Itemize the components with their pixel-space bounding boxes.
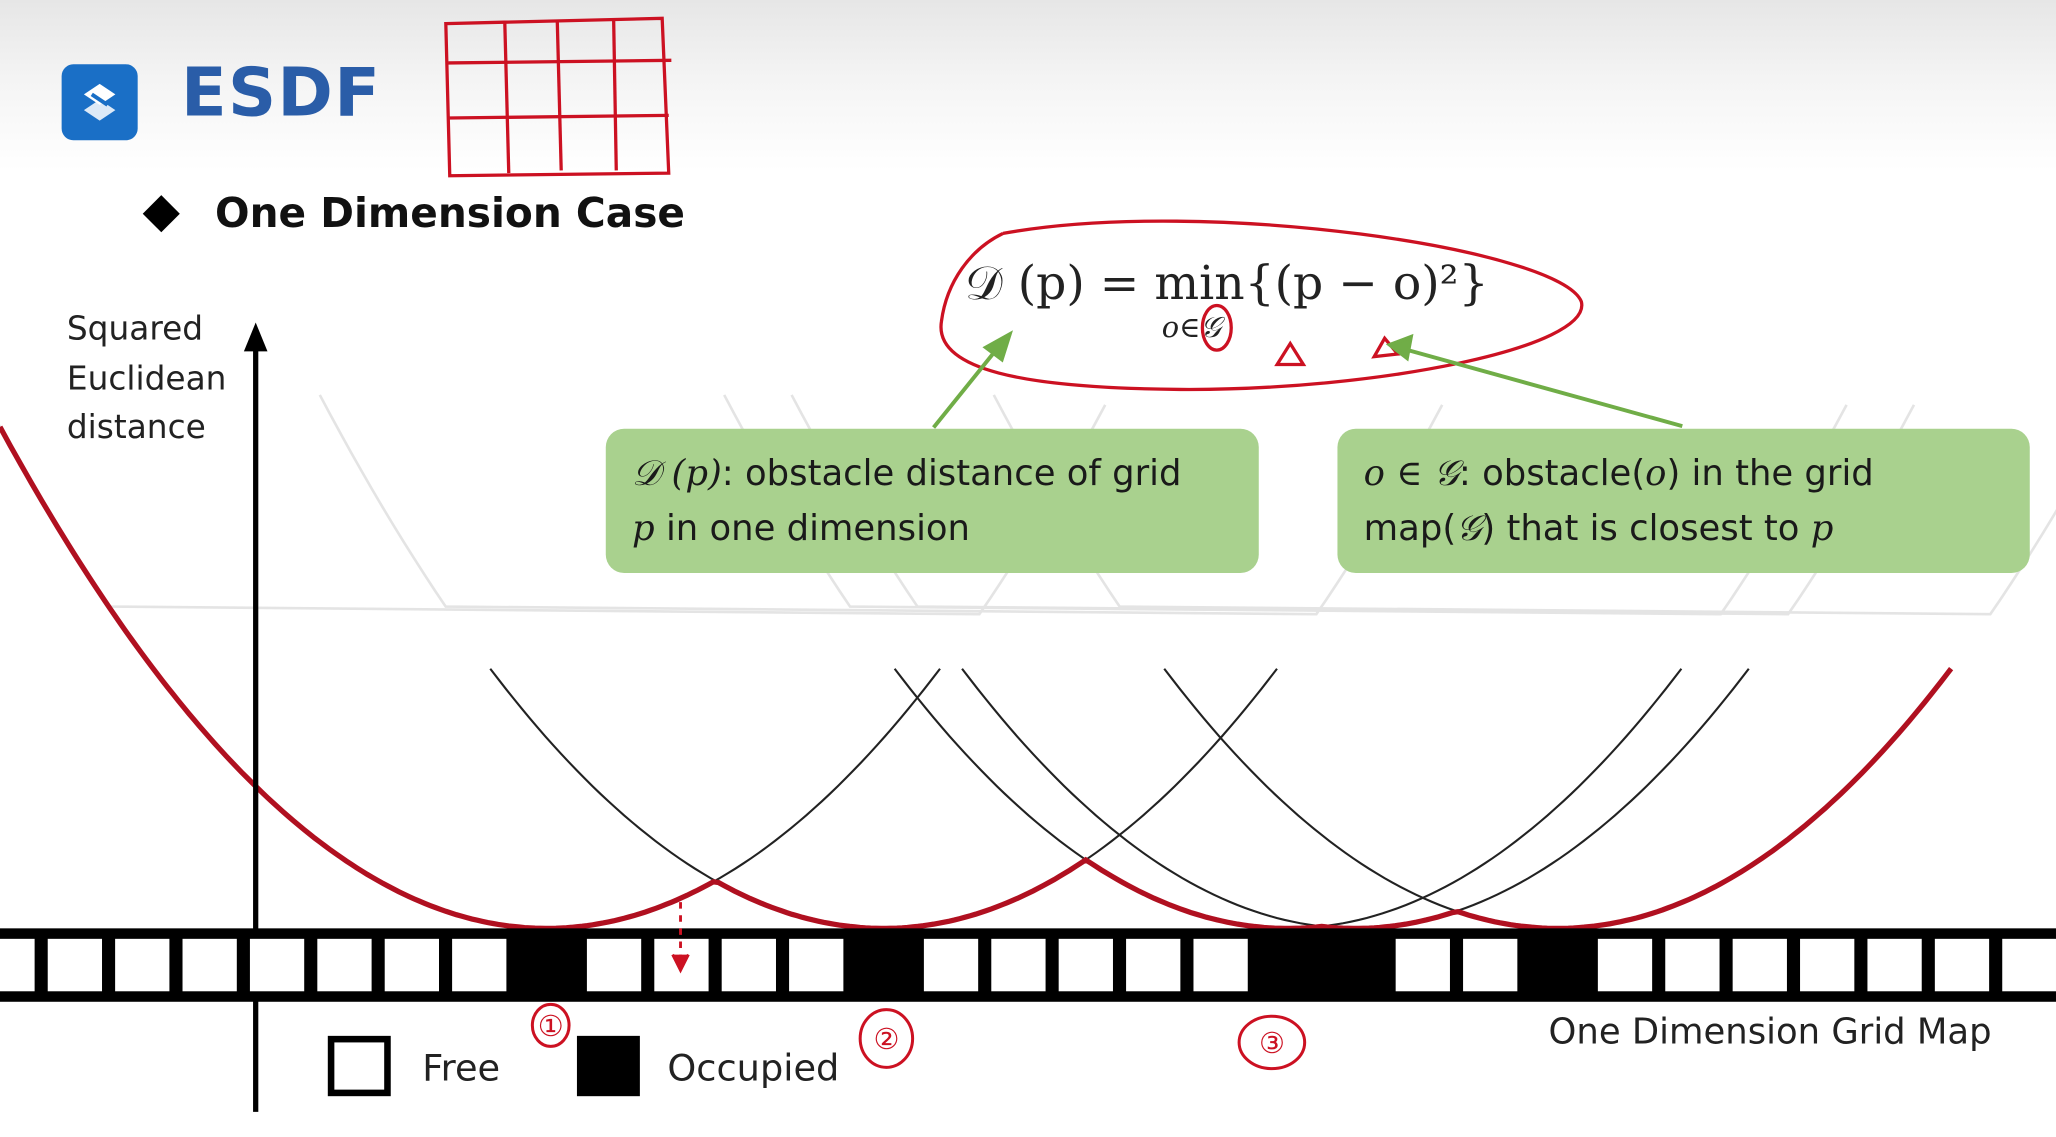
formula-subscript: o∈𝒢 bbox=[1161, 312, 1222, 345]
note-symbol-g: 𝒢 bbox=[1456, 508, 1482, 550]
obstacle-label-3: ③ bbox=[1259, 1026, 1285, 1060]
grid-cell-free bbox=[923, 938, 979, 992]
grid-cell-free bbox=[586, 938, 642, 992]
note-text: : obstacle distance of grid bbox=[721, 453, 1182, 495]
legend-occupied-label: Occupied bbox=[667, 1046, 840, 1090]
grid-cell-free bbox=[1597, 938, 1653, 992]
grid-cell-free bbox=[182, 938, 237, 992]
note-symbol-d: 𝒟 (p) bbox=[632, 453, 722, 495]
grid-cell-free bbox=[0, 938, 35, 992]
grid-cell-free bbox=[249, 938, 305, 992]
grid-cell-free bbox=[317, 938, 372, 992]
single-obstacle-parabola bbox=[961, 668, 1750, 930]
grid-cell-free bbox=[1665, 938, 1720, 992]
grid-cell-free bbox=[1126, 938, 1181, 992]
y-axis-label: Squared Euclidean distance bbox=[66, 309, 227, 446]
grid-cell-free bbox=[452, 938, 507, 992]
grid-cell-free bbox=[1395, 938, 1450, 992]
circled-labels bbox=[530, 1002, 1307, 1071]
x-axis-label: One Dimension Grid Map bbox=[1548, 1012, 1992, 1053]
note-text: ) that is closest to bbox=[1481, 508, 1811, 550]
formula-ellipse bbox=[939, 219, 1584, 392]
grid-cell-free bbox=[991, 938, 1046, 992]
legend-occupied-swatch bbox=[576, 1035, 640, 1097]
bullet-text: One Dimension Case bbox=[215, 190, 685, 238]
slide-title: ESDF bbox=[180, 55, 382, 133]
esdf-formula: 𝒟 (p) = min{(p − o)²} bbox=[965, 256, 1489, 311]
note-text: map( bbox=[1363, 508, 1457, 550]
one-dimension-grid-map bbox=[0, 928, 2056, 1002]
note-text: ) in the grid bbox=[1666, 453, 1874, 495]
grid-cell-free bbox=[115, 938, 170, 992]
logo-s-icon bbox=[83, 83, 116, 121]
dashed-pointer bbox=[671, 902, 690, 974]
grid-cell-free bbox=[1463, 938, 1518, 992]
grid-cell-free bbox=[2002, 938, 2056, 992]
note-text: : obstacle( bbox=[1458, 453, 1646, 495]
grid-cell-free bbox=[384, 938, 439, 992]
grid-cell-free bbox=[1732, 938, 1787, 992]
single-obstacle-parabola bbox=[893, 668, 1683, 930]
grid-cell-free bbox=[1867, 938, 1922, 992]
legend-free-label: Free bbox=[422, 1046, 501, 1090]
grid-cell-free bbox=[1193, 938, 1248, 992]
note-symbol-p: p bbox=[632, 508, 655, 550]
y-axis-arrow bbox=[243, 322, 268, 352]
grid-cell-free bbox=[1058, 938, 1113, 992]
legend-free-swatch bbox=[327, 1035, 391, 1097]
note-symbol-p: p bbox=[1810, 508, 1834, 550]
note-distance-definition: 𝒟 (p): obstacle distance of grid p in on… bbox=[605, 428, 1259, 574]
obstacle-label-2: ② bbox=[873, 1022, 899, 1056]
note-text: in one dimension bbox=[654, 508, 970, 550]
logo bbox=[61, 64, 138, 141]
grid-cell-free bbox=[1800, 938, 1855, 992]
note-symbol-o-in-g: o ∈ 𝒢 bbox=[1363, 453, 1459, 495]
note-symbol-o: o bbox=[1645, 453, 1667, 495]
grid-cell-free bbox=[721, 938, 776, 992]
grid-cell-free bbox=[789, 938, 844, 992]
pointer-arrows bbox=[932, 330, 1683, 429]
grid-cell-free bbox=[1934, 938, 1990, 992]
individual-distance-curves bbox=[152, 668, 1952, 930]
distance-envelope-curve bbox=[0, 425, 1954, 931]
hand-drawn-grid bbox=[444, 16, 672, 178]
single-obstacle-parabola bbox=[489, 668, 1278, 930]
obstacle-label-1: ① bbox=[538, 1009, 564, 1043]
grid-cell-free bbox=[47, 938, 103, 992]
note-obstacle-definition: o ∈ 𝒢: obstacle(o) in the grid map(𝒢) th… bbox=[1337, 428, 2030, 574]
